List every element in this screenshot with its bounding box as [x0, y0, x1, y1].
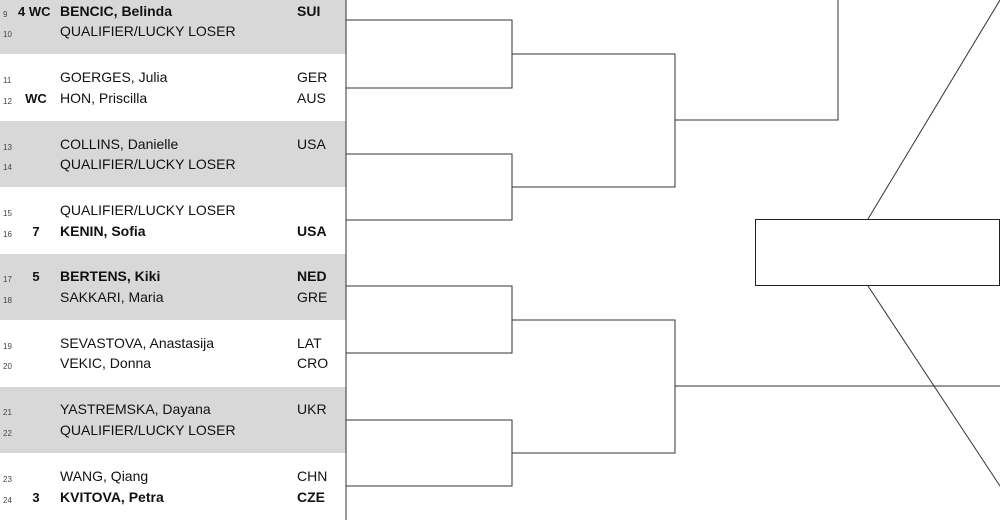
r2-connector: [512, 53, 676, 188]
player-name: SEVASTOVA, Anastasija: [60, 335, 215, 351]
player-country: AUS: [297, 90, 326, 106]
seed-label: 4 WC: [18, 4, 51, 19]
player-name: HON, Priscilla: [60, 90, 148, 106]
player-name: BENCIC, Belinda: [60, 3, 173, 19]
row-band: [0, 0, 346, 54]
diagonal-line: [867, 285, 1000, 487]
player-name: QUALIFIER/LUCKY LOSER: [60, 202, 236, 218]
player-country: USA: [297, 136, 326, 152]
player-country: CRO: [297, 355, 329, 371]
row-band: [0, 121, 346, 187]
player-country: CHN: [297, 468, 328, 484]
player-country: SUI: [297, 3, 321, 19]
draw-position-number: 21: [3, 408, 12, 417]
draw-position-number: 24: [3, 496, 12, 505]
player-name: YASTREMSKA, Dayana: [60, 401, 211, 417]
player-name: QUALIFIER/LUCKY LOSER: [60, 422, 236, 438]
player-name: KVITOVA, Petra: [60, 489, 164, 505]
player-name: KENIN, Sofia: [60, 223, 146, 239]
player-name: SAKKARI, Maria: [60, 289, 164, 305]
r1-connector: [346, 153, 513, 221]
player-name: QUALIFIER/LUCKY LOSER: [60, 156, 236, 172]
player-country: GER: [297, 69, 328, 85]
draw-position-number: 13: [3, 143, 12, 152]
draw-position-number: 23: [3, 475, 12, 484]
seed-label: 5: [32, 269, 40, 284]
r1-connector: [346, 285, 513, 354]
draw-position-number: 20: [3, 362, 12, 371]
seed-label: WC: [25, 91, 47, 106]
player-name: BERTENS, Kiki: [60, 268, 161, 284]
r2-connector: [512, 319, 676, 454]
draw-position-number: 17: [3, 275, 12, 284]
draw-position-number: 9: [3, 10, 8, 19]
r3-connector: [675, 0, 839, 121]
player-name: GOERGES, Julia: [60, 69, 168, 85]
draw-position-number: 10: [3, 30, 12, 39]
player-country: CZE: [297, 489, 325, 505]
seed-label: 3: [32, 490, 40, 505]
diagonal-line: [867, 0, 1000, 220]
semifinal-box: [755, 219, 1000, 286]
player-name: WANG, Qiang: [60, 468, 149, 484]
player-country: USA: [297, 223, 327, 239]
seed-label: 7: [32, 224, 40, 239]
draw-position-number: 11: [3, 76, 12, 85]
r1-connector: [346, 419, 513, 487]
player-name: COLLINS, Danielle: [60, 136, 179, 152]
player-name: VEKIC, Donna: [60, 355, 152, 371]
row-band: [0, 254, 346, 320]
draw-position-number: 18: [3, 296, 12, 305]
draw-position-number: 12: [3, 97, 12, 106]
draw-position-number: 16: [3, 230, 12, 239]
player-country: NED: [297, 268, 327, 284]
player-name: QUALIFIER/LUCKY LOSER: [60, 23, 236, 39]
draw-position-number: 14: [3, 163, 12, 172]
player-country: UKR: [297, 401, 327, 417]
r1-connector: [346, 19, 513, 89]
row-band: [0, 387, 346, 453]
draw-position-number: 19: [3, 342, 12, 351]
draw-position-number: 15: [3, 209, 12, 218]
player-country: LAT: [297, 335, 322, 351]
player-country: GRE: [297, 289, 328, 305]
draw-position-number: 22: [3, 429, 12, 438]
